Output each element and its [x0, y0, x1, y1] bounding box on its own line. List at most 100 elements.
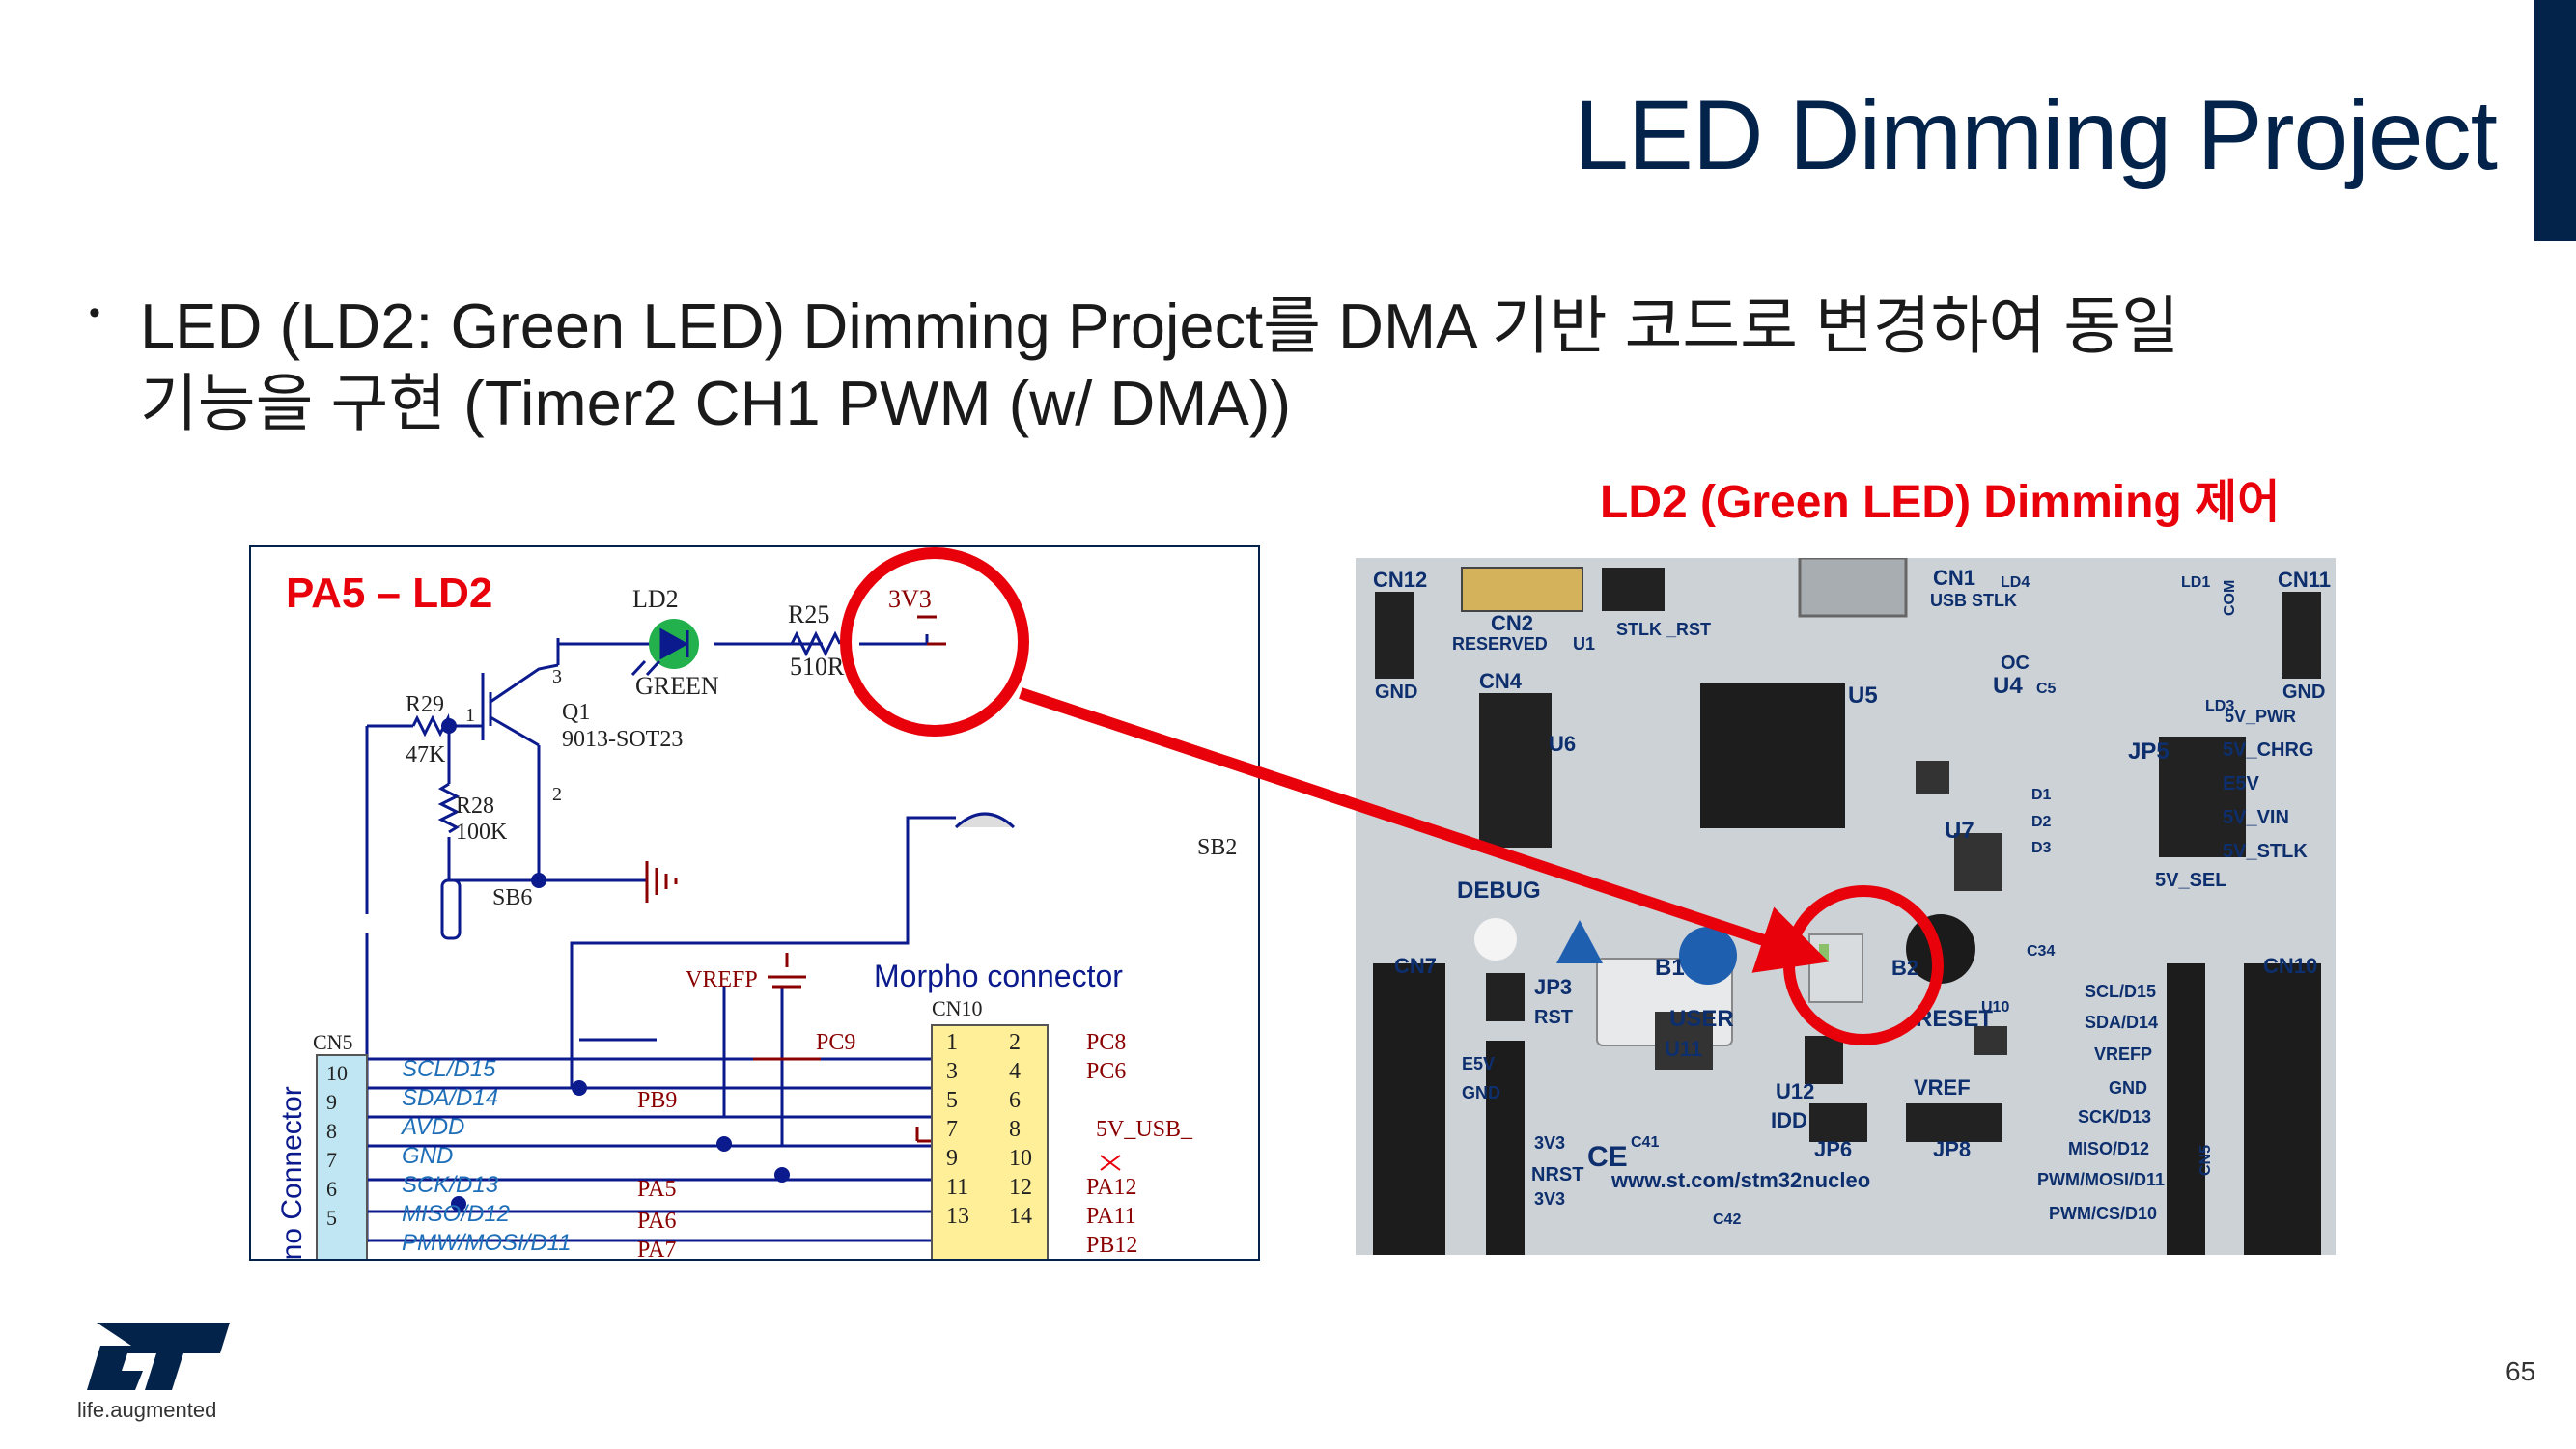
st-brand-logo	[87, 1323, 230, 1390]
r25-ref: R25	[788, 600, 829, 628]
board-label-u5: U5	[1848, 683, 1878, 709]
photo-caption: LD2 (Green LED) Dimming 제어	[1600, 477, 2281, 528]
board-label-user: USER	[1669, 1006, 1734, 1032]
cn5-pin-number: 7	[326, 1148, 337, 1172]
cn2-header	[1461, 567, 1583, 612]
cn5-signal-label: AVDD	[400, 1114, 464, 1140]
board-label-u10: U10	[1981, 999, 2009, 1016]
jp5-header	[2159, 737, 2246, 857]
board-label-e5v-b: E5V	[1462, 1054, 1495, 1073]
title-accent-bar	[2534, 0, 2576, 241]
bullet-marker: •	[89, 294, 100, 331]
morpho-net-label: PA11	[1086, 1204, 1136, 1229]
board-label-ld3: LD3	[2205, 698, 2234, 714]
stlk-jumper	[1602, 568, 1665, 611]
u4-chip	[1916, 761, 1949, 794]
cn5-pin-number: 8	[326, 1119, 337, 1143]
morpho-pin-left: 7	[946, 1117, 958, 1142]
board-label-u6: U6	[1549, 732, 1576, 756]
junction-dots	[441, 718, 790, 1212]
net-pb9: PB9	[637, 1088, 677, 1113]
board-label-cn12: CN12	[1373, 568, 1427, 592]
board-label-pwm-mosi-d11: PWM/MOSI/D11	[2037, 1170, 2165, 1189]
board-label-3v3-a: 3V3	[1534, 1133, 1565, 1153]
morpho-pin-right: 12	[1009, 1175, 1032, 1200]
user-button	[1679, 927, 1737, 985]
morpho-pin-right: 4	[1009, 1059, 1021, 1084]
cn5-pin-number: 10	[326, 1061, 348, 1085]
board-label-com: COM	[2222, 580, 2238, 616]
cn5-pin-number: 9	[326, 1090, 337, 1114]
morpho-pin-right: 8	[1009, 1117, 1021, 1142]
morpho-net-label: PB12	[1086, 1233, 1137, 1258]
morpho-net-label: 5V_USB_	[1096, 1117, 1193, 1142]
board-label-miso-d12: MISO/D12	[2068, 1139, 2149, 1158]
cn5-signal-label: SDA/D14	[402, 1085, 498, 1111]
slide-title: LED Dimming Project	[1574, 80, 2498, 190]
morpho-pin-left: 1	[946, 1030, 958, 1055]
board-label-b2: B2	[1891, 956, 1918, 980]
arduino-connector-label: ino Connector	[276, 1086, 308, 1259]
morpho-title: Morpho connector	[874, 959, 1123, 993]
r29-value: 47K	[406, 742, 446, 767]
board-label-u4: U4	[1993, 673, 2023, 699]
board-label-5v-vin: 5V_VIN	[2223, 807, 2289, 828]
morpho-pin-left: 11	[946, 1175, 968, 1200]
cn5-signal-label: GND	[402, 1143, 453, 1169]
ground-icon	[645, 861, 678, 903]
board-label-stlk-rst: STLK _RST	[1616, 620, 1711, 639]
cn10-ref: CN10	[932, 996, 983, 1020]
net-pa6: PA6	[637, 1209, 676, 1234]
board-label-scl-d15: SCL/D15	[2085, 982, 2156, 1001]
board-label-d3: D3	[2031, 840, 2052, 856]
jp8-jumper	[1906, 1103, 2002, 1142]
led-color: GREEN	[635, 672, 719, 700]
cn11-header	[2282, 592, 2321, 679]
board-label-c41: C41	[1631, 1134, 1659, 1151]
cn6-header	[1486, 1041, 1525, 1255]
morpho-pin-left: 5	[946, 1088, 958, 1113]
cn5-signal-label: PMW/MOSI/D11	[402, 1230, 572, 1256]
morpho-pin-right: 10	[1009, 1146, 1032, 1171]
r25-value: 510R	[790, 653, 845, 681]
schematic-panel: PA5 – LD2 LD2 GREEN R25 510R 3V3 R29 47K…	[249, 545, 1260, 1261]
board-label-gnd-d: GND	[2109, 1078, 2147, 1098]
brand-tagline: life.augmented	[77, 1398, 217, 1422]
board-label-c34: C34	[2027, 943, 2055, 960]
supply-3v3: 3V3	[888, 585, 932, 613]
board-label-gnd-c: GND	[1462, 1083, 1500, 1102]
board-label-nrst: NRST	[1531, 1164, 1583, 1185]
cn12-header	[1375, 592, 1414, 679]
board-label-d2: D2	[2031, 814, 2052, 830]
sb6-label: SB6	[492, 885, 532, 910]
morpho-pin-right: 14	[1009, 1204, 1032, 1229]
board-label-vrefp: VREFP	[2094, 1045, 2152, 1064]
board-label-vref: VREF	[1914, 1075, 1971, 1100]
resistor-r28-symbol	[437, 782, 461, 834]
morpho-pin-right: 2	[1009, 1030, 1021, 1055]
board-label-3v3-b: 3V3	[1534, 1189, 1565, 1209]
r28-value: 100K	[456, 820, 508, 845]
cn5-pin-number: 6	[326, 1177, 337, 1201]
board-label-u1: U1	[1573, 634, 1595, 654]
q1-pin3: 3	[552, 666, 562, 687]
page-number: 65	[2506, 1356, 2536, 1386]
board-label-jp3: JP3	[1534, 975, 1572, 999]
schematic-heading: PA5 – LD2	[286, 570, 492, 617]
q1-value: 9013-SOT23	[562, 727, 683, 752]
board-label-ce: CE	[1587, 1141, 1628, 1173]
sb2-label: SB2	[1197, 835, 1237, 860]
board-label-cn4: CN4	[1479, 669, 1523, 693]
board-label-sda-d14: SDA/D14	[2085, 1013, 2158, 1032]
net-pa5: PA5	[637, 1177, 676, 1202]
q1-pin2: 2	[552, 784, 562, 805]
bullet-line-1: LED (LD2: Green LED) Dimming Project를 DM…	[140, 291, 2179, 361]
board-label-cn5: CN5	[2198, 1145, 2214, 1176]
jp3-jumper	[1486, 973, 1525, 1021]
board-label-c5: C5	[2036, 681, 2057, 697]
light-arrow-icon	[630, 659, 661, 677]
